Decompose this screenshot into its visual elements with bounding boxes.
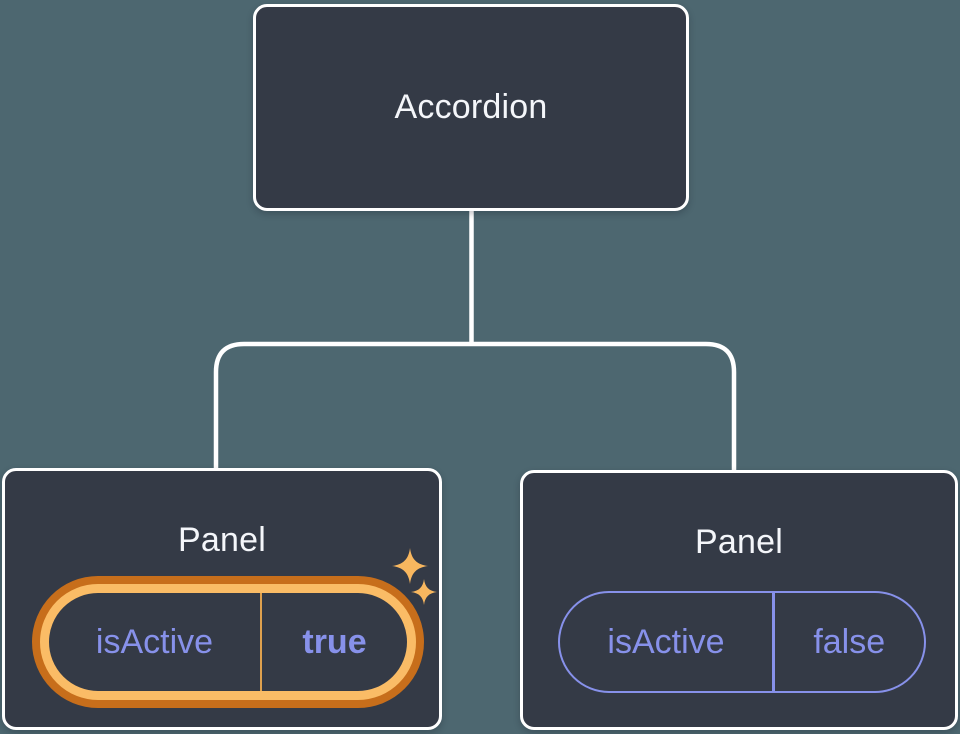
state-key-label: isActive <box>607 622 725 661</box>
node-accordion: Accordion <box>253 4 689 211</box>
state-pill-active: isActive true <box>40 584 416 700</box>
state-value-label: true <box>302 622 367 661</box>
pill-divider <box>260 593 262 691</box>
accordion-label: Accordion <box>394 88 548 126</box>
state-value-label: false <box>813 622 886 661</box>
panel-right-label: Panel <box>695 523 783 561</box>
pill-divider <box>772 593 775 691</box>
connector-bracket <box>213 341 737 472</box>
node-panel-inactive: Panel isActive false <box>520 470 958 730</box>
state-key-label: isActive <box>95 622 214 661</box>
sparkle-icon <box>411 579 437 605</box>
state-pill-inactive: isActive false <box>558 591 926 693</box>
node-panel-active: Panel isActive true <box>2 468 442 730</box>
panel-left-label: Panel <box>178 521 266 559</box>
